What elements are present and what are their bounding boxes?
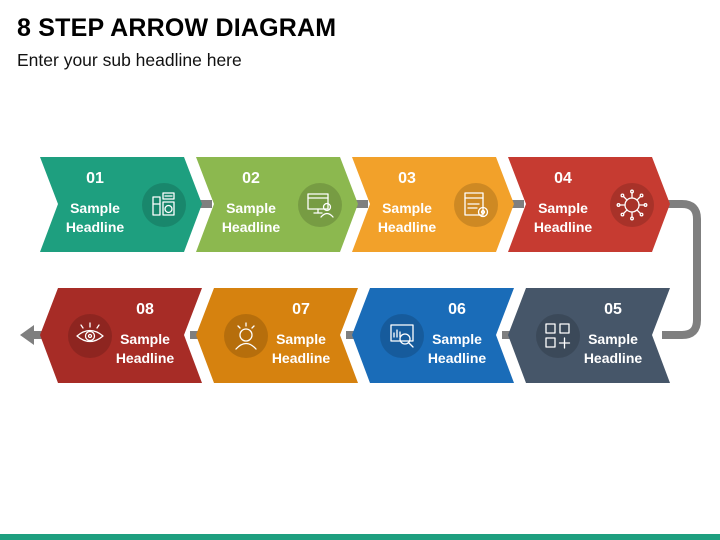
- step-chevron: [508, 157, 670, 252]
- step-icon-badge: [380, 314, 424, 358]
- steps: 01SampleHeadline02SampleHeadline03Sample…: [40, 157, 670, 383]
- step-headline-line1: Sample: [226, 200, 276, 216]
- data-analysis-icon: [390, 324, 414, 348]
- step-headline-line2: Headline: [222, 219, 281, 235]
- step-headline-line1: Sample: [588, 331, 638, 347]
- step-icon-badge: [298, 183, 342, 227]
- step-headline-line2: Headline: [378, 219, 437, 235]
- step-number: 02: [242, 170, 260, 187]
- step-icon-badge: [610, 183, 654, 227]
- step-icon-badge: [224, 314, 268, 358]
- step-chevron: [196, 157, 358, 252]
- step-number: 05: [604, 301, 622, 318]
- person-idea-icon: [235, 322, 257, 350]
- app-grid-add-icon: [545, 323, 571, 349]
- step-headline-line1: Sample: [120, 331, 170, 347]
- step-number: 01: [86, 170, 104, 187]
- step-headline-line1: Sample: [432, 331, 482, 347]
- eye-icon: [76, 322, 104, 343]
- step-icon-badge: [142, 183, 186, 227]
- step-headline-line2: Headline: [272, 350, 331, 366]
- step-headline-line2: Headline: [428, 350, 487, 366]
- step-headline-line2: Headline: [584, 350, 643, 366]
- step-number: 07: [292, 301, 310, 318]
- page-title: 8 STEP ARROW DIAGRAM: [17, 14, 337, 42]
- step-chevron: [40, 157, 202, 252]
- step-chevron: [352, 157, 514, 252]
- step-chevron: [508, 288, 670, 383]
- step-number: 03: [398, 170, 416, 187]
- page-subtitle: Enter your sub headline here: [17, 50, 242, 70]
- step-number: 08: [136, 301, 154, 318]
- step-icon-badge: [536, 314, 580, 358]
- connector-4-5-curve: [662, 200, 701, 339]
- step-headline-line2: Headline: [534, 219, 593, 235]
- step-chevron: [352, 288, 514, 383]
- step-headline-line1: Sample: [70, 200, 120, 216]
- step-headline-line2: Headline: [66, 219, 125, 235]
- step-number: 06: [448, 301, 466, 318]
- step-headline-line1: Sample: [382, 200, 432, 216]
- step-headline-line1: Sample: [276, 331, 326, 347]
- step-number: 04: [554, 170, 572, 187]
- api-network-icon: [616, 189, 648, 221]
- api-settings-window-icon: [464, 192, 489, 218]
- step-chevron: [40, 288, 202, 383]
- step-headline-line2: Headline: [116, 350, 175, 366]
- end-arrowhead: [20, 325, 34, 345]
- footer-bar: [0, 534, 720, 540]
- step-icon-badge: [454, 183, 498, 227]
- step-icon-badge: [68, 314, 112, 358]
- appliances-icon: [152, 192, 175, 216]
- step-headline-line1: Sample: [538, 200, 588, 216]
- step-chevron: [196, 288, 358, 383]
- api-monitor-user-icon: [307, 193, 334, 218]
